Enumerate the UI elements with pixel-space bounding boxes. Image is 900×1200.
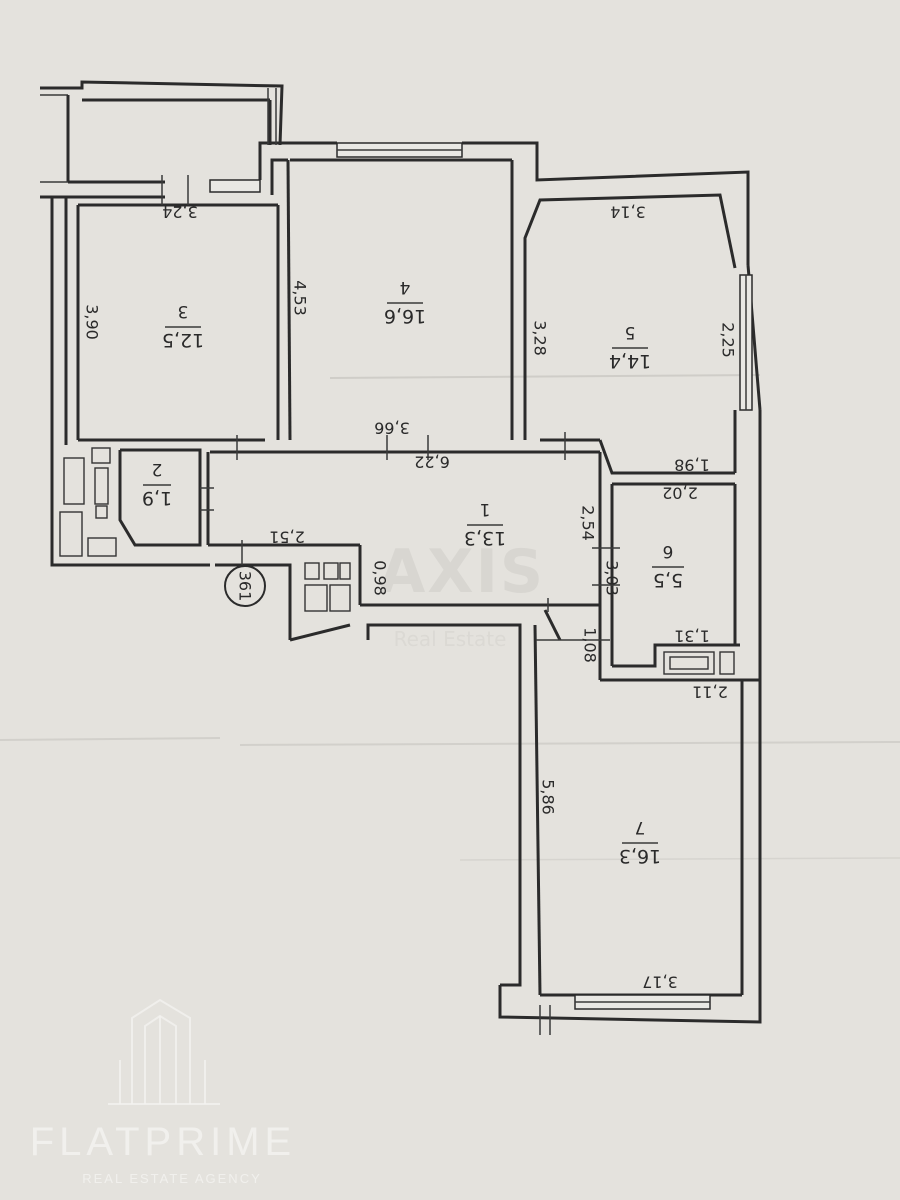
room-4-number: 4 bbox=[400, 277, 411, 297]
dim-2-25: 2,25 bbox=[719, 322, 738, 358]
dim-3-03: 3,03 bbox=[603, 560, 622, 596]
room-3-area: 12,5 bbox=[162, 329, 204, 351]
stair-marker-label: 361 bbox=[236, 571, 255, 602]
windows bbox=[161, 88, 753, 1035]
kitchen-fixtures bbox=[304, 562, 351, 612]
flatprime-logo bbox=[108, 998, 220, 1105]
room-4-area: 16,6 bbox=[384, 305, 426, 327]
room-5-area: 14,4 bbox=[609, 350, 651, 372]
dim-1-31: 1,31 bbox=[674, 627, 710, 646]
room-1-label: 13,3 1 bbox=[464, 499, 506, 549]
room-5-number: 5 bbox=[625, 322, 636, 342]
room-2-label: 1,9 2 bbox=[142, 459, 172, 509]
room-labels: 12,5 3 16,6 4 14,4 5 1,9 2 13,3 1 5,5 6 bbox=[142, 277, 684, 867]
dim-1-08: 1,08 bbox=[581, 627, 600, 663]
dim-3-28: 3,28 bbox=[531, 320, 550, 356]
room6-fixtures bbox=[663, 651, 735, 675]
paper-background-lines bbox=[0, 374, 900, 861]
room-6-number: 6 bbox=[663, 541, 674, 561]
room-7-number: 7 bbox=[635, 817, 646, 837]
room-7-label: 16,3 7 bbox=[619, 817, 661, 867]
dim-3-14: 3,14 bbox=[610, 203, 646, 222]
room-7-area: 16,3 bbox=[619, 845, 661, 867]
dim-3-24: 3,24 bbox=[162, 203, 198, 222]
dim-1-98: 1,98 bbox=[674, 456, 710, 475]
dim-3-17: 3,17 bbox=[642, 973, 678, 992]
room-3-label: 12,5 3 bbox=[162, 301, 204, 351]
room-6-label: 5,5 6 bbox=[652, 541, 684, 591]
door-markers bbox=[200, 432, 620, 612]
watermark-axis-sub: Real Estate bbox=[394, 627, 507, 651]
room-6-area: 5,5 bbox=[653, 569, 683, 591]
dim-5-86: 5,86 bbox=[539, 779, 558, 815]
dim-2-51: 2,51 bbox=[269, 528, 305, 547]
stair-marker-circle bbox=[224, 565, 266, 607]
room-1-area: 13,3 bbox=[464, 527, 506, 549]
brand-tagline: REAL ESTATE AGENCY bbox=[82, 1171, 262, 1186]
room-1-number: 1 bbox=[480, 499, 491, 519]
dim-3-90: 3,90 bbox=[83, 304, 102, 340]
watermark-axis: AXIS bbox=[379, 537, 545, 607]
dim-2-02: 2,02 bbox=[662, 484, 698, 503]
room-4-label: 16,6 4 bbox=[384, 277, 426, 327]
dim-4-53: 4,53 bbox=[291, 280, 310, 316]
dimension-labels: 3,24 3,90 4,53 3,14 3,28 2,25 3,66 6,22 … bbox=[83, 203, 738, 992]
dim-2-54: 2,54 bbox=[579, 505, 598, 541]
dim-6-22: 6,22 bbox=[414, 453, 450, 472]
room-5-label: 14,4 5 bbox=[609, 322, 651, 372]
dim-3-66: 3,66 bbox=[374, 419, 410, 438]
bathroom-fixtures bbox=[59, 447, 117, 557]
room-2-number: 2 bbox=[152, 459, 163, 479]
brand-name: FLATPRIME bbox=[30, 1120, 297, 1164]
dim-2-11: 2,11 bbox=[692, 683, 728, 702]
room-2-area: 1,9 bbox=[142, 487, 172, 509]
dim-0-98: 0,98 bbox=[371, 560, 390, 596]
room-3-number: 3 bbox=[178, 301, 189, 321]
